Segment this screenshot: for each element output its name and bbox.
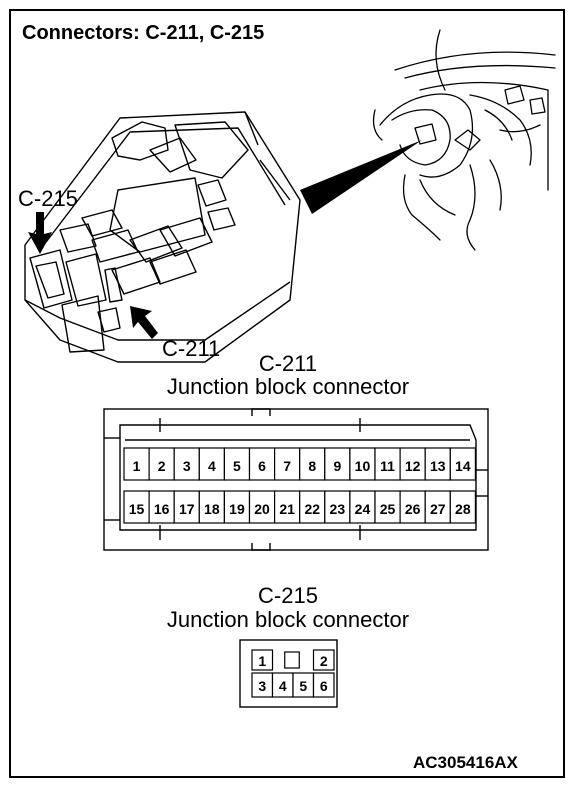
c211-pin-label: 18 bbox=[204, 501, 220, 517]
c215-connector-name: C-215 bbox=[258, 583, 318, 608]
c215-pin-label: 4 bbox=[279, 678, 287, 694]
c215-pin-cell bbox=[312, 672, 335, 698]
c211-pin-label: 19 bbox=[229, 501, 245, 517]
c211-pin-cell bbox=[374, 447, 401, 481]
c215-callout-label: C-215 bbox=[18, 186, 78, 211]
c211-pin-label: 20 bbox=[254, 501, 270, 517]
c211-pin-label: 23 bbox=[330, 501, 346, 517]
c211-pin-label: 22 bbox=[304, 501, 320, 517]
c211-pin-label: 21 bbox=[279, 501, 295, 517]
c211-pin-cell bbox=[248, 490, 276, 524]
c211-pin-label: 11 bbox=[380, 458, 395, 474]
c211-pin-cell bbox=[324, 447, 351, 481]
c211-pin-cell bbox=[424, 490, 451, 524]
junction-block-illustration bbox=[24, 111, 301, 363]
c211-pin-label: 13 bbox=[430, 458, 446, 474]
c211-pin-label: 28 bbox=[455, 501, 471, 517]
c211-pin-label: 24 bbox=[355, 501, 371, 517]
c211-pin-cell bbox=[223, 447, 251, 481]
c211-pin-cell bbox=[248, 447, 276, 481]
c215-pin-label: 2 bbox=[320, 653, 328, 669]
c211-callout-label: C-211 bbox=[162, 336, 221, 361]
c211-pointer-arrow bbox=[130, 306, 158, 339]
diagram-frame bbox=[9, 9, 565, 778]
c211-pin-label: 1 bbox=[133, 458, 141, 474]
c211-pin-label: 14 bbox=[455, 458, 471, 474]
c211-pin-cell bbox=[449, 447, 476, 481]
c215-pin-label: 3 bbox=[258, 678, 266, 694]
c211-pin-label: 2 bbox=[158, 458, 166, 474]
c211-pin-cell bbox=[424, 447, 451, 481]
vehicle-dash-harness-illustration bbox=[372, 29, 556, 251]
c211-pin-cell bbox=[223, 490, 251, 524]
c215-pin-cell bbox=[312, 649, 335, 671]
c211-pin-label: 9 bbox=[333, 458, 341, 474]
figure-code: AC305416AX bbox=[413, 753, 518, 772]
c211-pin-label: 8 bbox=[308, 458, 316, 474]
diagram-title: Connectors: C-211, C-215 bbox=[22, 22, 265, 44]
c211-pin-cell bbox=[449, 490, 476, 524]
c211-pin-cell bbox=[299, 447, 326, 481]
c211-pin-label: 10 bbox=[355, 458, 371, 474]
c211-pin-cell bbox=[274, 447, 301, 481]
c211-pin-label: 16 bbox=[154, 501, 170, 517]
c211-pin-cell bbox=[198, 447, 226, 481]
c211-pin-label: 5 bbox=[233, 458, 241, 474]
c211-pin-label: 6 bbox=[258, 458, 266, 474]
c211-pin-cell bbox=[123, 447, 150, 481]
c211-pin-cell bbox=[173, 490, 200, 524]
c211-pin-label: 3 bbox=[183, 458, 191, 474]
c215-pin-label: 5 bbox=[299, 678, 307, 694]
c215-pin-label: 6 bbox=[320, 678, 328, 694]
location-wedge bbox=[300, 140, 422, 214]
c211-pin-label: 26 bbox=[405, 501, 421, 517]
c215-pin-label: 1 bbox=[258, 653, 266, 669]
c211-pin-cell bbox=[399, 490, 426, 524]
c211-pin-label: 15 bbox=[129, 501, 145, 517]
c215-pin-cell bbox=[251, 649, 274, 671]
c215-connector-description: Junction block connector bbox=[166, 607, 410, 632]
c211-pin-label: 17 bbox=[179, 501, 195, 517]
c211-pin-cell bbox=[399, 447, 426, 481]
c211-pin-label: 27 bbox=[430, 501, 446, 517]
c211-pin-label: 4 bbox=[208, 458, 216, 474]
c211-connector-description: Junction block connector bbox=[166, 374, 410, 399]
c211-pin-label: 12 bbox=[405, 458, 421, 474]
c215-pointer-arrow bbox=[28, 212, 52, 254]
c215-empty-cavity bbox=[284, 651, 300, 669]
c211-pin-label: 25 bbox=[380, 501, 396, 517]
c211-pin-cell bbox=[374, 490, 401, 524]
c211-pin-label: 7 bbox=[283, 458, 291, 474]
c211-connector-name: C-211 bbox=[258, 351, 318, 376]
